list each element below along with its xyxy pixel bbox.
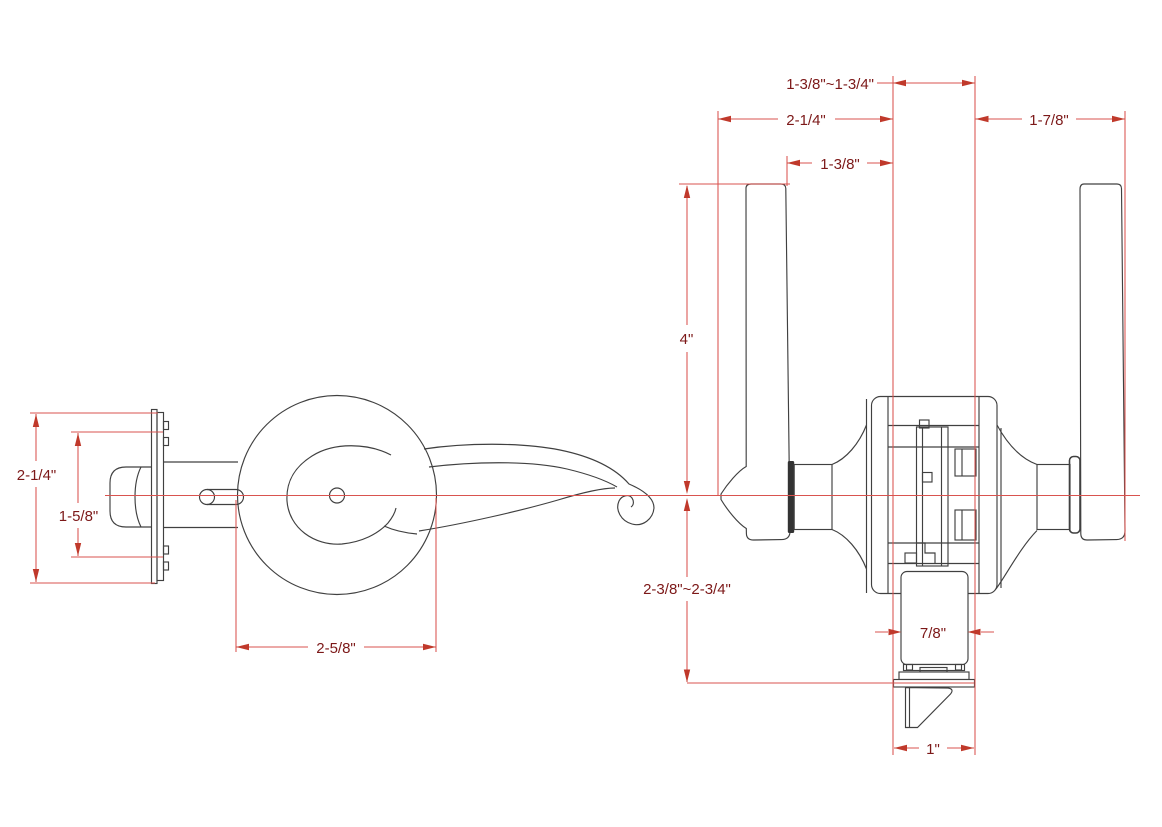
dimension-interior-projection: 1-7/8" bbox=[975, 111, 1126, 541]
faceplate-back-edge bbox=[156, 411, 165, 582]
latch-bolt-side bbox=[109, 466, 152, 528]
dimension-door-thickness: 1-3/8"~1-3/4" bbox=[786, 76, 976, 755]
through-bolt-posts bbox=[954, 448, 977, 541]
dim-label-exterior-projection: 2-1/4" bbox=[786, 112, 826, 129]
dimension-latch-case-width: 7/8" bbox=[875, 625, 994, 642]
dimension-lever-clearance: 1-3/8" bbox=[786, 156, 893, 186]
dim-label-interior-projection: 1-7/8" bbox=[1029, 112, 1069, 129]
dim-label-faceplate-width: 1" bbox=[926, 741, 940, 758]
interior-lever-profile bbox=[1079, 183, 1126, 541]
dimension-rose-diameter: 2-5/8" bbox=[235, 498, 437, 657]
dimension-backset: 2-3/8"~2-3/4" bbox=[643, 498, 974, 684]
screw-lug-top-b bbox=[162, 436, 170, 447]
dim-label-screw-spacing: 1-5/8" bbox=[59, 508, 99, 525]
screw-lug-top-a bbox=[162, 420, 170, 431]
exterior-rose-bell bbox=[831, 424, 868, 570]
side-view bbox=[720, 183, 1126, 729]
dim-label-rose-diameter: 2-5/8" bbox=[316, 640, 356, 657]
faceplate-extension-lines bbox=[30, 412, 158, 584]
latch-rim-tab-left bbox=[905, 663, 914, 671]
lever-scroll-curve bbox=[286, 445, 397, 545]
interior-rose-bell bbox=[995, 424, 1038, 590]
dim-label-faceplate-height: 2-1/4" bbox=[17, 467, 57, 484]
dim-label-lever-length: 4" bbox=[680, 331, 694, 348]
interior-lever-flange bbox=[1068, 455, 1081, 534]
latch-rim-tab-right bbox=[954, 663, 963, 671]
dimension-faceplate-height: 2-1/4" bbox=[17, 412, 158, 584]
dimension-exterior-projection: 2-1/4" bbox=[717, 111, 893, 496]
screw-lug-bottom-b bbox=[162, 561, 170, 571]
lever-bottom-edge bbox=[418, 487, 616, 532]
lever-front bbox=[418, 443, 655, 532]
rose-extension-lines bbox=[235, 498, 437, 652]
lever-scroll-exit bbox=[383, 525, 418, 535]
screw-extension-lines bbox=[71, 431, 163, 558]
interior-neck bbox=[1036, 463, 1071, 531]
latch-case bbox=[900, 570, 969, 666]
dim-label-lever-clearance: 1-3/8" bbox=[820, 156, 860, 173]
chassis-cross-lines bbox=[888, 424, 979, 565]
latch-tube bbox=[163, 461, 238, 529]
dimension-lever-length: 4" bbox=[679, 183, 790, 494]
spindle-assembly bbox=[904, 419, 949, 567]
lever-spine-line bbox=[428, 462, 618, 488]
latch-bolt-bevel-line bbox=[134, 466, 142, 528]
spindle-pin bbox=[198, 488, 244, 506]
exterior-neck bbox=[793, 463, 833, 531]
exterior-lever-profile bbox=[720, 183, 791, 541]
dim-label-latch-case-width: 7/8" bbox=[920, 625, 946, 642]
dimension-faceplate-width: 1" bbox=[894, 741, 974, 758]
latch-bolt-beveled bbox=[904, 686, 953, 729]
exterior-lever-washer bbox=[787, 461, 795, 533]
dimension-screw-spacing: 1-5/8" bbox=[59, 431, 163, 558]
dim-label-backset: 2-3/8"~2-3/4" bbox=[643, 581, 731, 598]
lever-top-edge-and-curl bbox=[423, 443, 655, 526]
dim-label-door-thickness: 1-3/8"~1-3/4" bbox=[786, 76, 874, 93]
door-face-extension-lines bbox=[892, 76, 976, 755]
latch-faceplate-inner bbox=[898, 671, 970, 681]
screw-lug-bottom-a bbox=[162, 545, 170, 555]
